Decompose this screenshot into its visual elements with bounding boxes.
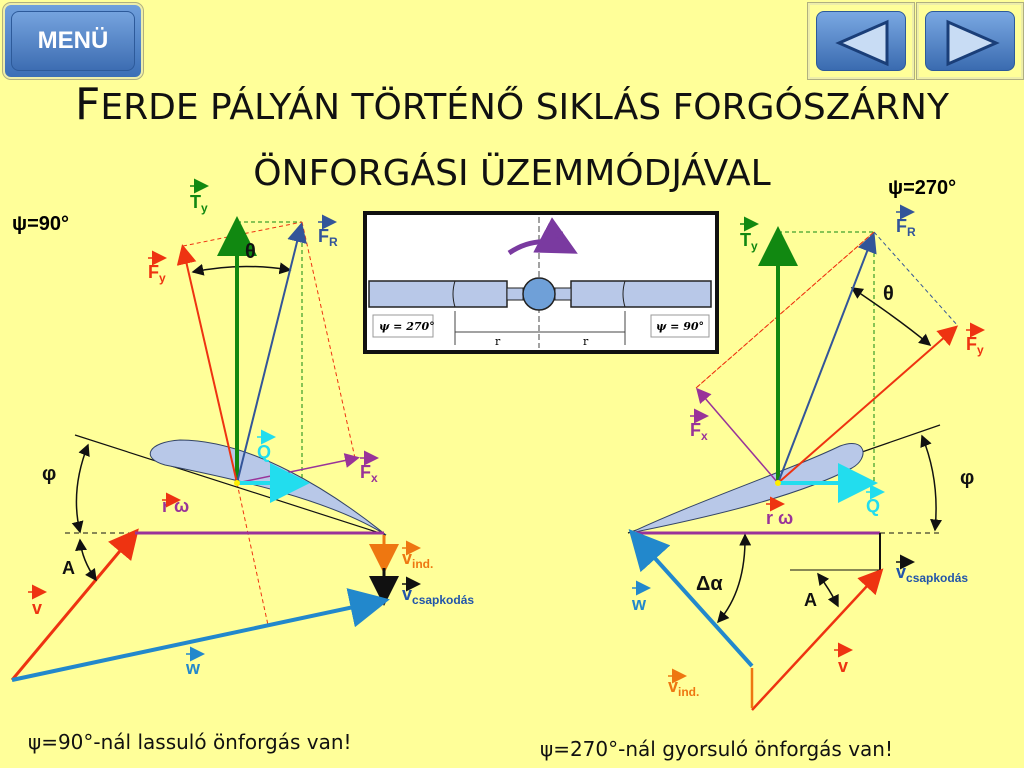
right-w-label: w: [631, 594, 647, 614]
right-theta-label: θ: [883, 283, 894, 305]
right-FR-vector: [777, 232, 877, 484]
right-v-label: v: [838, 656, 848, 676]
rotor-hub: [522, 277, 556, 311]
right-psi-label: ψ=270°: [888, 177, 956, 199]
title-line-1: ERDE PÁLYÁN TÖRTÉNŐ SIKLÁS FORGÓSZÁRNY: [100, 87, 949, 128]
left-pivot: [234, 480, 240, 486]
left-A-label: A: [62, 558, 75, 578]
right-airfoil: [629, 443, 864, 534]
right-w-vector: [628, 529, 754, 668]
inset-psi-90: ψ = 90°: [656, 320, 704, 333]
left-w-vector: [11, 588, 390, 682]
rotor-inset-figure: ω r r ψ = 270° ψ = 90°: [363, 211, 719, 354]
menu-button[interactable]: MENÜ: [2, 2, 144, 80]
right-romega-label: r ω: [766, 508, 793, 528]
right-dalpha-label: Δα: [696, 573, 723, 595]
right-Ty-label: Ty: [740, 230, 758, 253]
right-vind-label: vind.: [668, 676, 699, 699]
next-slide-button[interactable]: [916, 2, 1024, 80]
title-initial: F: [75, 79, 101, 130]
left-v-vector: [10, 528, 139, 681]
left-Fy-vector: [176, 244, 238, 484]
inset-r-right: r: [583, 335, 589, 348]
left-theta-arc: [191, 262, 292, 276]
left-blade: [368, 280, 508, 308]
right-Fy-label: Fy: [966, 334, 984, 357]
inset-r-left: r: [495, 335, 501, 348]
left-FR-vector: [236, 222, 307, 484]
right-Fx-label: Fx: [690, 420, 708, 443]
right-v-vector: [751, 568, 884, 711]
left-A-arc: [75, 538, 97, 582]
inset-omega: ω: [553, 228, 564, 243]
right-A-arc: [817, 572, 839, 608]
left-caption: ψ=90°-nál lassuló önforgás van!: [28, 730, 352, 754]
left-w-label: w: [185, 658, 201, 678]
title-line-2: ÖNFORGÁSI ÜZEMMÓDJÁVAL: [253, 153, 771, 194]
left-Ty-label: Ty: [190, 192, 208, 215]
left-v-label: v: [32, 598, 42, 618]
rotor-inset-drawing: ω r r ψ = 270° ψ = 90°: [368, 217, 712, 348]
left-romega-label: r ω: [162, 496, 189, 516]
left-psi-label: ψ=90°: [12, 213, 69, 235]
right-theta-arc: [850, 287, 932, 346]
rotation-arrow: [507, 217, 578, 256]
left-Q-label: Q: [257, 442, 271, 462]
right-triangle-icon: [946, 19, 1000, 67]
right-vcsap-label: vcsapkodás: [896, 562, 968, 585]
menu-button-label: MENÜ: [11, 11, 135, 71]
left-Fy-label: Fy: [148, 262, 166, 285]
left-vcsap-label: vcsapkodás: [402, 584, 474, 607]
right-caption: ψ=270°-nál gyorsuló önforgás van!: [540, 737, 893, 761]
right-blade: [570, 280, 712, 308]
right-A-label: A: [804, 590, 817, 610]
left-Fx-label: Fx: [360, 462, 378, 485]
left-triangle-icon: [835, 19, 889, 67]
left-diagram: ψ=90° Ty θ Fy FR: [10, 178, 474, 682]
right-phi-arc: [920, 434, 943, 532]
page-title: FERDE PÁLYÁN TÖRTÉNŐ SIKLÁS FORGÓSZÁRNY …: [0, 72, 1024, 207]
left-theta-label: θ: [245, 241, 256, 263]
right-Fy-vector: [777, 325, 959, 484]
left-phi-label: φ: [42, 463, 56, 485]
right-phi-label: φ: [960, 467, 974, 489]
right-Q-label: Q: [866, 496, 880, 516]
inset-psi-270: ψ = 270°: [379, 320, 435, 333]
right-diagram: ψ=270° Ty FR: [627, 177, 985, 711]
left-phi-arc: [71, 443, 90, 534]
right-dalpha-arc: [717, 533, 752, 624]
previous-slide-button[interactable]: [807, 2, 915, 80]
left-FR-label: FR: [318, 226, 338, 249]
right-pivot: [775, 480, 781, 486]
left-vind-label: vind.: [402, 548, 433, 571]
right-FR-label: FR: [896, 216, 916, 239]
right-Fx-vector: [696, 387, 779, 484]
